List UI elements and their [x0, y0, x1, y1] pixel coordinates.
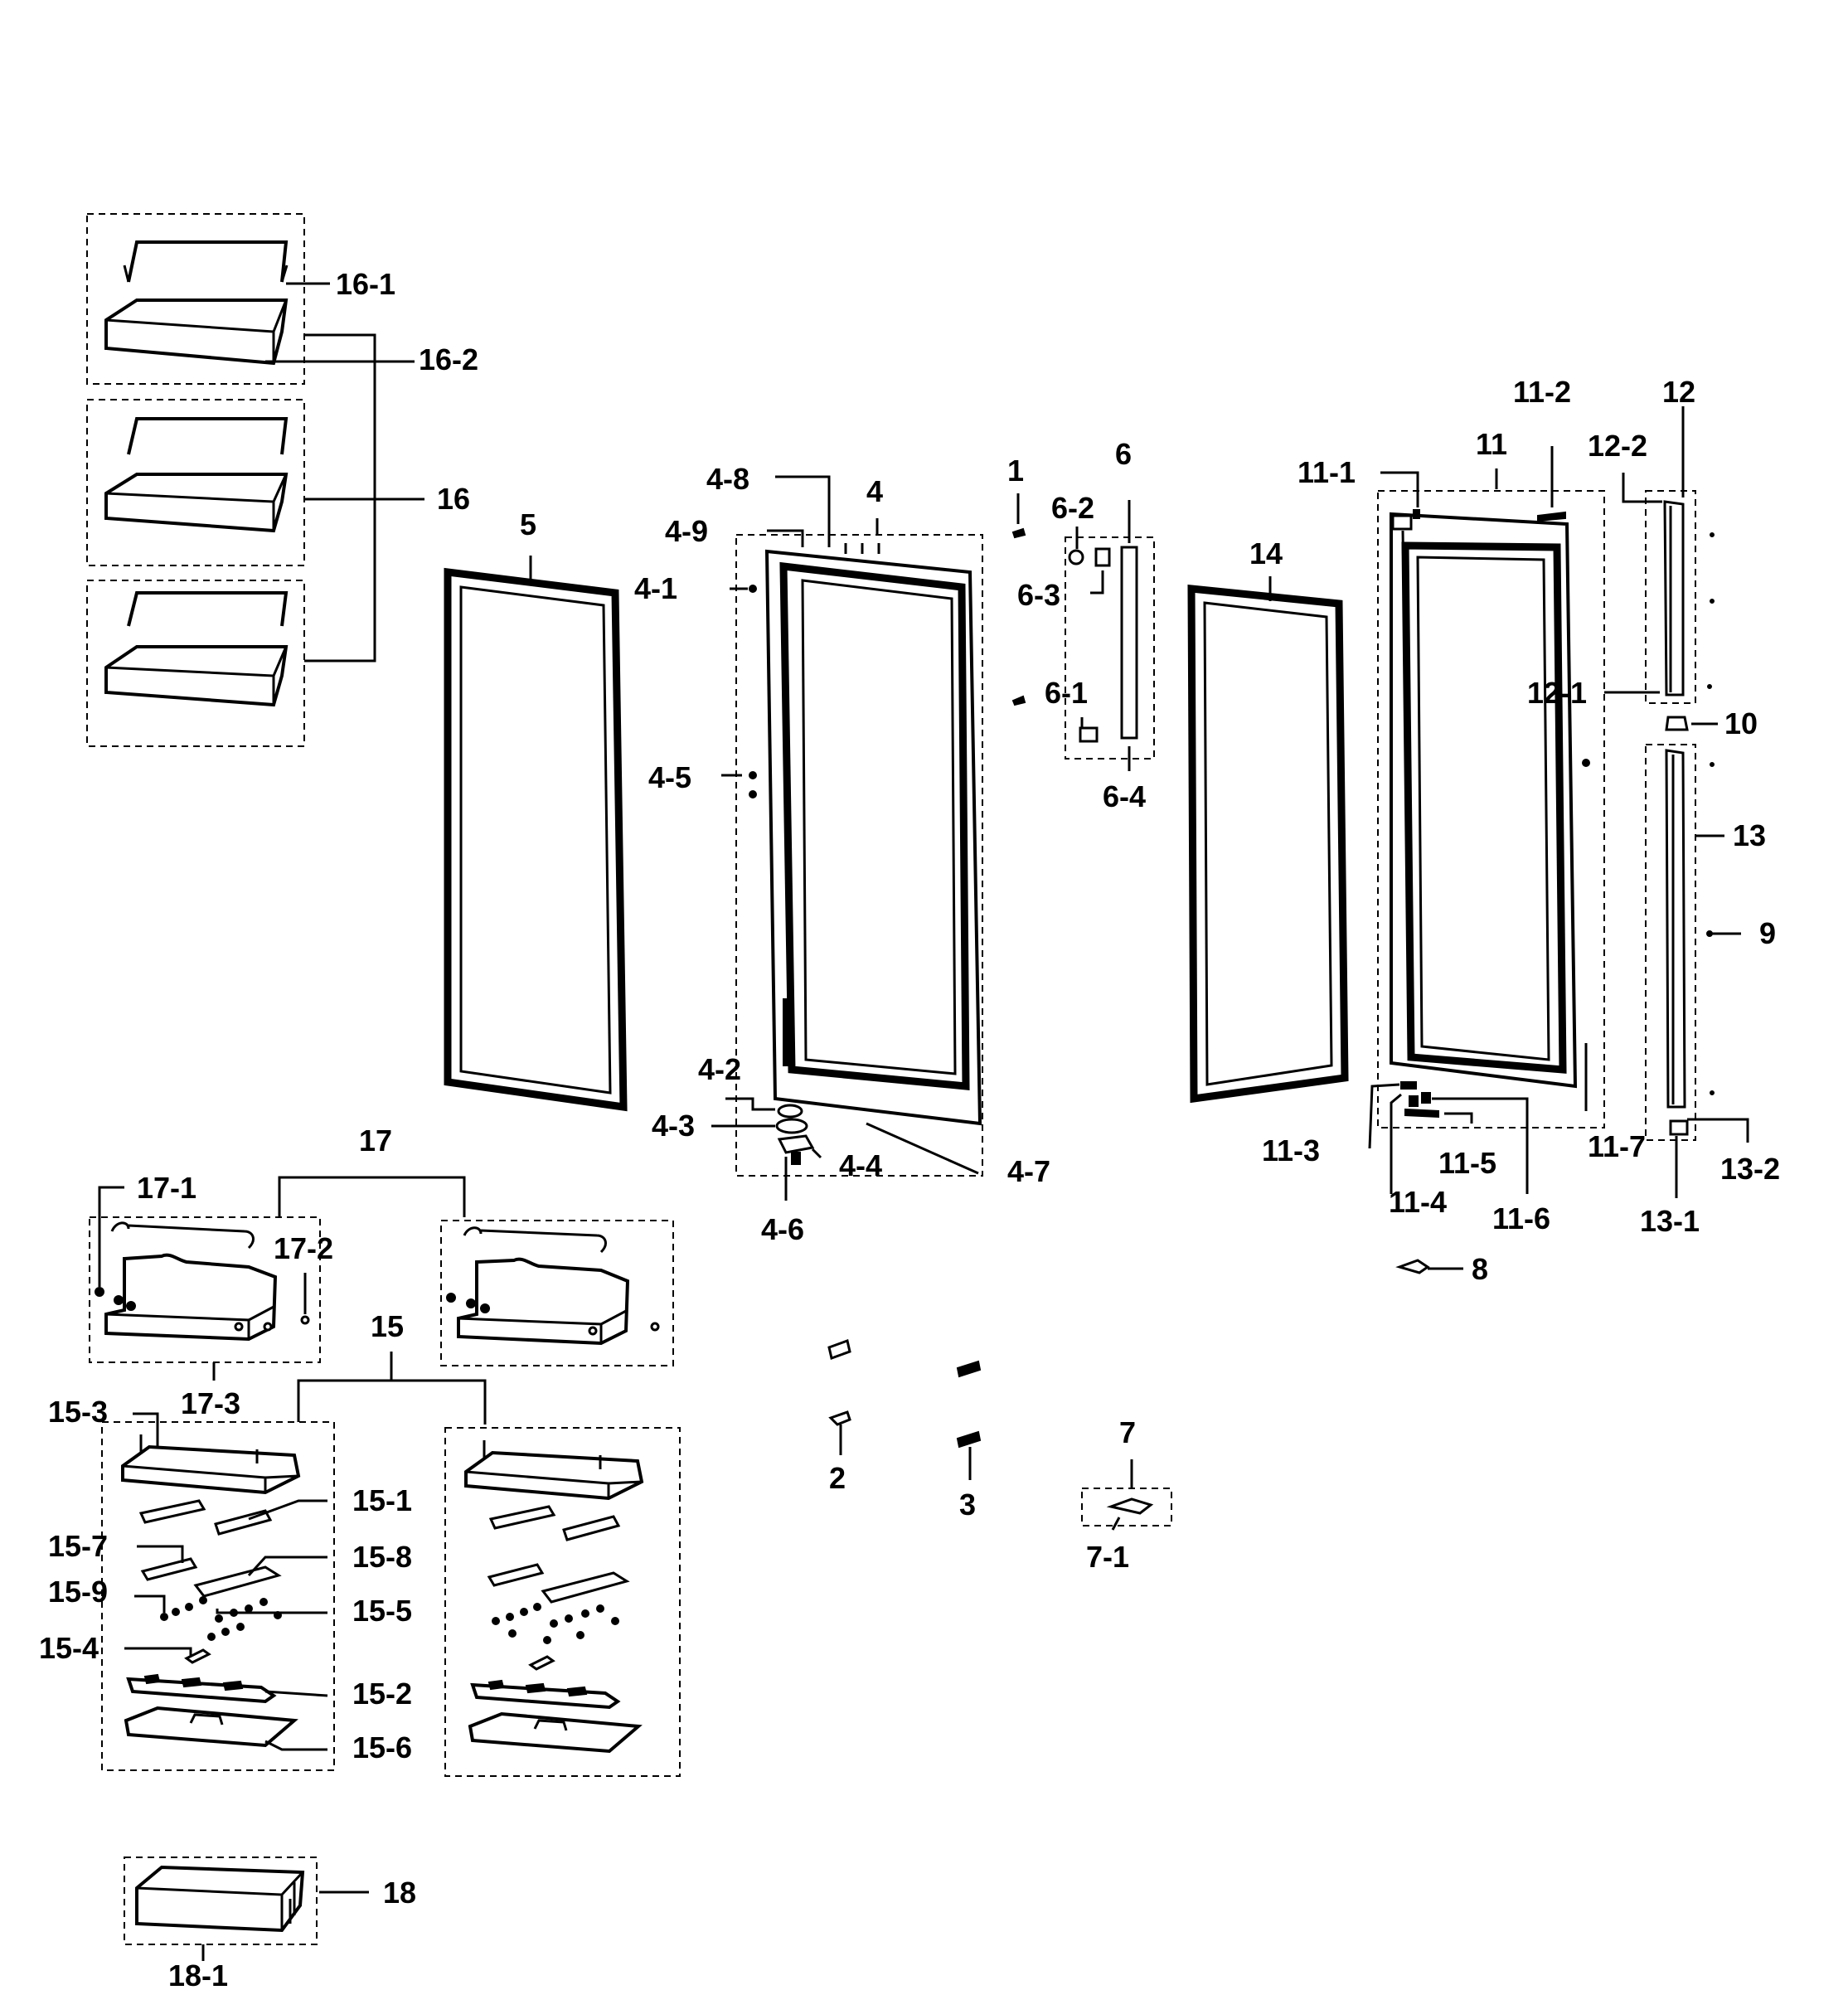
label-4-7: 4-7: [1007, 1154, 1050, 1188]
label-16-2: 16-2: [419, 342, 478, 376]
label-4-5: 4-5: [648, 760, 691, 794]
label-4-3: 4-3: [652, 1109, 695, 1143]
label-6-4: 6-4: [1103, 779, 1146, 813]
label-13-2: 13-2: [1720, 1152, 1780, 1186]
label-11-6: 11-6: [1492, 1201, 1550, 1235]
label-11-2: 11-2: [1513, 375, 1571, 409]
label-4-9: 4-9: [665, 514, 708, 548]
label-3: 3: [959, 1488, 976, 1522]
label-17-1: 17-1: [137, 1171, 196, 1205]
bin-group-16: 16-1 16-2 16: [86, 213, 478, 747]
label-10: 10: [1724, 706, 1758, 740]
label-18: 18: [383, 1876, 416, 1910]
door-gasket-14: 14: [1187, 536, 1349, 1104]
label-9: 9: [1759, 916, 1776, 950]
label-15-8: 15-8: [352, 1540, 412, 1574]
label-15-2: 15-2: [352, 1677, 412, 1711]
small-parts-2-3-7: 2 3 7 7-1: [827, 1339, 1172, 1574]
label-15-7: 15-7: [48, 1529, 108, 1563]
label-15-4: 15-4: [39, 1631, 99, 1665]
label-15-1: 15-1: [352, 1483, 412, 1517]
label-18-1: 18-1: [168, 1958, 228, 1990]
door-assembly-4: 4 4-8 4-9 4-1 4-5 4-2 4-3 4-4 4-7 4-6: [634, 462, 1050, 1246]
label-6-3: 6-3: [1017, 578, 1060, 612]
label-2: 2: [829, 1461, 846, 1495]
label-13: 13: [1733, 818, 1766, 852]
label-15-6: 15-6: [352, 1730, 412, 1764]
label-4-4: 4-4: [839, 1148, 882, 1182]
label-15-9: 15-9: [48, 1575, 108, 1609]
screws-15-9: [160, 1596, 282, 1641]
label-6-1: 6-1: [1045, 676, 1088, 710]
label-12: 12: [1662, 375, 1695, 409]
label-11-3: 11-3: [1262, 1133, 1320, 1167]
bin-group-18: 18 18-1: [124, 1857, 416, 1990]
label-12-2: 12-2: [1588, 429, 1647, 463]
door-assembly-11: 11 11-1 11-2 11-3 11-4 11-5 11-6 11-7: [1262, 375, 1646, 1235]
label-7: 7: [1119, 1415, 1136, 1449]
label-7-1: 7-1: [1086, 1540, 1129, 1574]
part-8: 8: [1395, 1252, 1488, 1286]
bin-16-2: [104, 298, 289, 366]
label-16: 16: [437, 482, 470, 516]
label-15: 15: [371, 1309, 404, 1343]
label-11-5: 11-5: [1438, 1146, 1496, 1180]
label-15-3: 15-3: [48, 1395, 108, 1429]
shelf-group-17: 17 17-1 17-2 17-3: [89, 1124, 674, 1420]
label-11: 11: [1476, 427, 1507, 461]
label-5: 5: [520, 507, 536, 541]
label-11-1: 11-1: [1297, 455, 1356, 489]
label-6: 6: [1115, 437, 1132, 471]
label-15-5: 15-5: [352, 1594, 412, 1628]
label-16-1: 16-1: [336, 267, 395, 301]
label-4-1: 4-1: [634, 571, 677, 605]
door-gasket-5: 5: [444, 507, 628, 1112]
label-14: 14: [1249, 536, 1283, 570]
label-12-1: 12-1: [1527, 676, 1587, 710]
label-13-1: 13-1: [1640, 1204, 1700, 1238]
bin-cover-16-1: [123, 240, 289, 283]
label-17-2: 17-2: [274, 1231, 333, 1265]
trim-group-12-13: 12 12-2 12-1 10 13 9 13-2 13-1: [1527, 375, 1780, 1238]
label-6-2: 6-2: [1051, 491, 1094, 525]
label-11-7: 11-7: [1588, 1129, 1646, 1163]
label-4: 4: [866, 474, 883, 508]
label-17: 17: [359, 1124, 392, 1158]
label-4-6: 4-6: [761, 1212, 804, 1246]
shelf-group-15: 15: [39, 1309, 681, 1777]
screws-right: [492, 1603, 619, 1644]
label-4-8: 4-8: [706, 462, 749, 496]
label-4-2: 4-2: [698, 1052, 741, 1086]
label-1: 1: [1007, 454, 1024, 488]
label-8: 8: [1472, 1252, 1488, 1286]
label-11-4: 11-4: [1389, 1185, 1447, 1219]
handle-group-6: 1 6 6-2 6-3 6-1 6-4: [1007, 437, 1155, 813]
label-17-3: 17-3: [181, 1386, 240, 1420]
